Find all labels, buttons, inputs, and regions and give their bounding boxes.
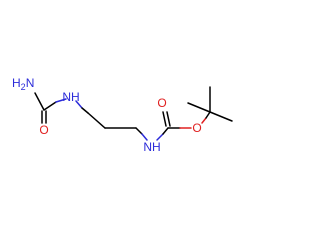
bond-ch2c-nh-part2 bbox=[141, 133, 148, 141]
bond-c-o-carbonyl-2 bbox=[166, 111, 171, 127]
molecule-structure: H2N O NH NH O O bbox=[12, 76, 233, 154]
bond-urea-c-nh2 bbox=[34, 92, 45, 111]
bond-nh-ch2a-part2 bbox=[81, 107, 89, 114]
atom-label-carbamate-nh: NH bbox=[143, 140, 160, 154]
bond-nh-c-part1 bbox=[156, 133, 164, 141]
bond-o-cq-part1 bbox=[201, 117, 207, 124]
atom-label-carbamate-o-carbonyl: O bbox=[157, 96, 166, 110]
atom-label-urea-o: O bbox=[39, 123, 48, 137]
atom-label-carbamate-o-ester: O bbox=[192, 121, 201, 135]
bond-c-o-carbonyl-1 bbox=[162, 111, 167, 127]
atom-label-urea-nh: NH bbox=[62, 90, 79, 104]
bond-ch2a-ch2b bbox=[87, 112, 106, 129]
bond-cq-me-left bbox=[187, 102, 211, 113]
bond-nh-c-part2 bbox=[162, 127, 169, 135]
bond-o-cq-part2 bbox=[205, 111, 211, 119]
bond-cq-me-right bbox=[209, 111, 233, 122]
bond-urea-c-nh-part1 bbox=[43, 101, 57, 111]
bond-ch2c-nh-part1 bbox=[135, 127, 143, 135]
bond-nh-ch2a-part1 bbox=[75, 100, 83, 109]
atom-label-urea-nh2: H2N bbox=[12, 76, 34, 92]
bond-urea-c-nh-part2 bbox=[55, 98, 67, 103]
